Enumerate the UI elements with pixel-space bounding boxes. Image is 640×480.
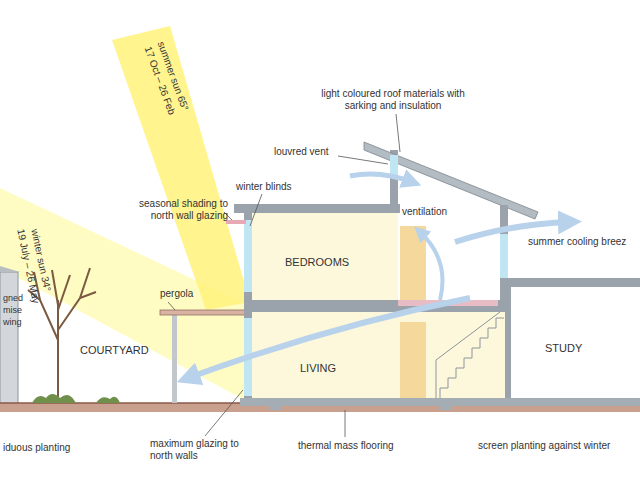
- callout-label: ventilation: [402, 206, 447, 218]
- cross-ventilation-arrow: [188, 298, 470, 378]
- footing: [440, 398, 452, 410]
- callout-label: pergola: [160, 288, 193, 300]
- room-name: STUDY: [545, 342, 582, 354]
- inner-wall: [400, 226, 426, 300]
- inner-wall: [400, 322, 426, 398]
- study-space: [508, 287, 640, 400]
- tree-branch: [52, 270, 58, 305]
- callout-label: louvred vent: [274, 146, 328, 158]
- callout-label: thermal mass flooring: [298, 440, 394, 452]
- clerestory-wall: [390, 150, 398, 210]
- skillion-roof: [364, 142, 538, 219]
- pergola-beam: [160, 310, 250, 315]
- upper-glazing: [244, 220, 252, 292]
- leader-line: [205, 390, 243, 436]
- callout-label: summer cooling breez: [528, 236, 626, 248]
- tree-branch: [58, 268, 90, 330]
- tree-branch: [80, 292, 96, 298]
- callout-label: winter blinds: [236, 181, 292, 193]
- stair-treads: [440, 318, 504, 398]
- room-name: LIVING: [300, 362, 336, 374]
- shrub: [32, 394, 76, 403]
- roof-note: light coloured roof materials with sarki…: [318, 88, 468, 112]
- stack-ventilation-arrow: [420, 232, 443, 300]
- courtyard-wall: [172, 312, 177, 403]
- living-space: [250, 312, 508, 400]
- cropped-note: iduous planting: [3, 442, 70, 454]
- room-name: COURTYARD: [80, 344, 149, 356]
- leader-line: [250, 194, 262, 226]
- bedroom-roof: [234, 204, 400, 213]
- seasonal-shade: [226, 220, 246, 224]
- leader-line: [345, 410, 346, 437]
- callout-label: seasonal shading to north wall glazing: [118, 198, 228, 222]
- handrail: [436, 312, 500, 360]
- summer-sun-beam: [112, 26, 250, 310]
- tree-trunk: [57, 300, 59, 400]
- study-wall: [505, 287, 511, 400]
- study-roof: [505, 278, 640, 287]
- stair-void: [398, 150, 503, 300]
- staircase: [436, 312, 504, 398]
- leader-line: [168, 302, 175, 310]
- east-glazing: [500, 234, 508, 278]
- upper-floor-slab: [244, 300, 508, 312]
- leader-lines: [168, 114, 400, 437]
- bedroom-space: [250, 213, 400, 300]
- neighbour-roof: [0, 266, 20, 272]
- cropped-note: gned mise wing: [3, 292, 17, 328]
- callout-label: screen planting against winter: [478, 440, 610, 452]
- footing: [270, 398, 282, 410]
- leader-line: [338, 156, 388, 164]
- leader-line: [396, 114, 400, 152]
- room-name: BEDROOMS: [285, 256, 349, 268]
- shrub: [96, 397, 120, 403]
- neighbour-wall: [0, 272, 18, 404]
- tree-branch: [58, 275, 70, 310]
- balustrade: [436, 360, 437, 398]
- vent-airflow-arrow: [350, 174, 412, 182]
- callout-label: maximum glazing to north walls: [150, 438, 255, 462]
